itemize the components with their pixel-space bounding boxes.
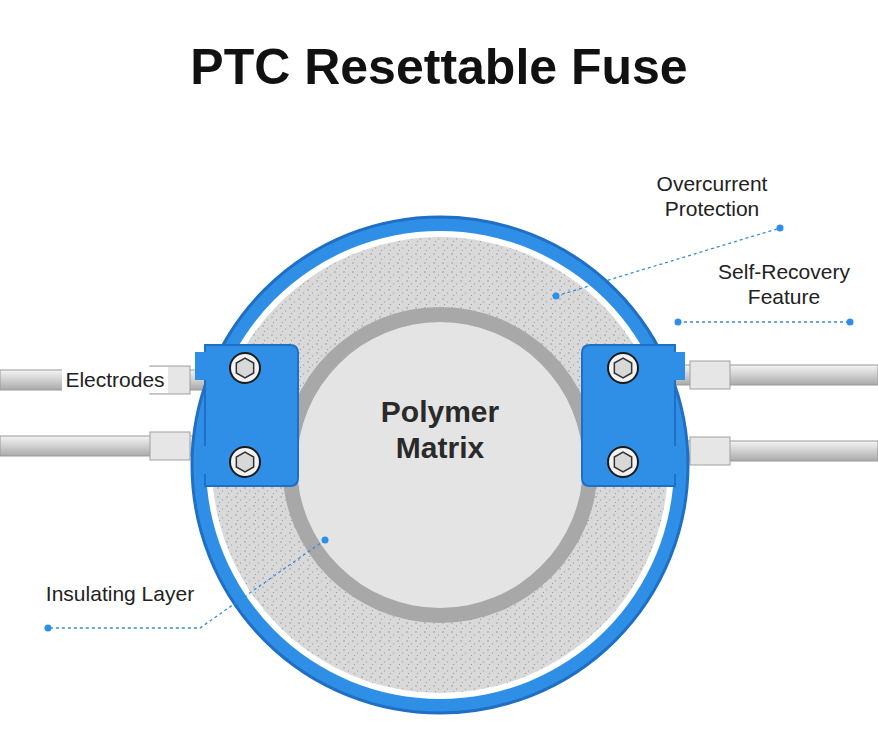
part-label: Insulating Layer	[43, 581, 197, 606]
label-block: Overcurrent Protection	[624, 171, 800, 221]
inner-ring	[282, 307, 598, 623]
diagram-title: PTC Resettable Fuse	[190, 38, 687, 96]
part-label: Overcurrent Protection	[624, 171, 800, 221]
polymer-core	[297, 322, 583, 608]
label-block: Self-Recovery Feature	[696, 259, 872, 309]
node-text: Polymer Matrix	[340, 394, 540, 466]
title-block: PTC Resettable Fuse	[190, 38, 687, 96]
outer-housing	[192, 217, 688, 713]
label-block: Insulating Layer	[43, 581, 197, 606]
electrode-tab	[195, 345, 685, 486]
part-label: Electrodes	[62, 367, 167, 392]
housing-gap	[206, 231, 674, 699]
label-block: Electrodes	[62, 367, 167, 392]
bolt	[230, 353, 638, 477]
part-label: Self-Recovery Feature	[696, 259, 872, 309]
core-circle: Polymer Matrix	[297, 322, 583, 608]
